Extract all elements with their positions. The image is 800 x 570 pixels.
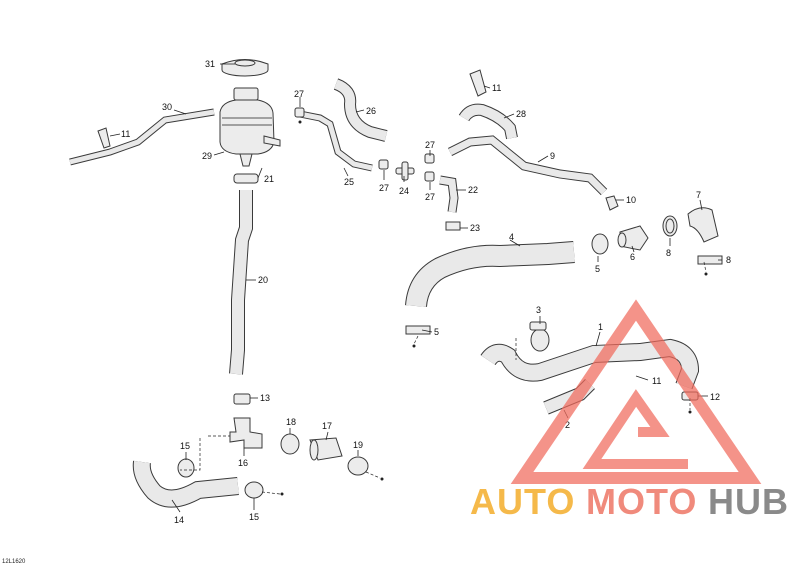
callout-15-b: 15 (249, 512, 259, 522)
callout-7: 7 (696, 190, 701, 200)
callout-27-b: 27 (379, 183, 389, 193)
callout-18: 18 (286, 417, 296, 427)
callout-28: 28 (516, 109, 526, 119)
hose-4 (405, 241, 575, 308)
hose-1 (480, 338, 700, 390)
callout-3: 3 (536, 305, 541, 315)
hose-25 (299, 110, 373, 172)
watermark-auto: AUTO (470, 481, 575, 522)
callout-10: 10 (626, 195, 636, 205)
hose-clip-left (97, 127, 111, 149)
callout-5-b: 5 (434, 327, 439, 337)
callout-22: 22 (468, 185, 478, 195)
callout-21: 21 (264, 174, 274, 184)
callout-9: 9 (550, 151, 555, 161)
hose-22 (439, 175, 459, 213)
callout-24: 24 (399, 186, 409, 196)
clamp-3 (529, 321, 550, 352)
clamp-21 (233, 173, 259, 184)
callout-5-a: 5 (595, 264, 600, 274)
watermark-moto: MOTO (586, 481, 697, 522)
clamp-19 (347, 456, 369, 476)
callout-27-c: 27 (425, 140, 435, 150)
clamp-18 (280, 433, 300, 455)
arrow-tips (280, 120, 708, 496)
callout-labels: 31 30 11 29 27 26 25 27 24 27 27 22 23 1… (121, 59, 731, 525)
clamp-23 (445, 221, 461, 231)
callout-1: 1 (598, 322, 603, 332)
clamp-13 (233, 393, 251, 405)
callout-17: 17 (322, 421, 332, 431)
hose-20 (229, 190, 253, 375)
watermark-logo (510, 299, 762, 484)
callout-27-d: 27 (425, 192, 435, 202)
coolant-reservoir (219, 87, 281, 167)
callout-30: 30 (162, 102, 172, 112)
callout-11-left: 11 (121, 129, 130, 139)
callout-16: 16 (238, 458, 248, 468)
callout-25: 25 (344, 177, 354, 187)
clip-11-top (469, 69, 487, 97)
diagram-code: 12L1620 (2, 559, 26, 565)
callout-26: 26 (366, 106, 376, 116)
callout-31: 31 (205, 59, 215, 69)
callout-27-a: 27 (294, 89, 304, 99)
hose-28 (458, 103, 518, 140)
callout-13: 13 (260, 393, 270, 403)
coupling-17 (309, 437, 343, 461)
clamps-27 (294, 107, 435, 182)
callout-11-top: 11 (492, 83, 501, 93)
callout-8-b: 8 (726, 255, 731, 265)
hose-26 (333, 78, 388, 142)
callout-23: 23 (470, 223, 480, 233)
hose-14 (132, 460, 239, 508)
callout-2: 2 (565, 420, 570, 430)
callout-4: 4 (509, 232, 514, 242)
clamps-5 (405, 233, 609, 335)
elbow-7 (687, 207, 719, 243)
thermostat-housing-6 (617, 225, 649, 251)
watermark-text: AUTO MOTO HUB (470, 481, 789, 522)
t-fitting-16 (229, 417, 263, 449)
callout-19: 19 (353, 440, 363, 450)
reservoir-cap (221, 59, 269, 77)
callout-29: 29 (202, 151, 212, 161)
watermark-hub: HUB (708, 481, 789, 522)
callout-8-a: 8 (666, 248, 671, 258)
callout-6: 6 (630, 252, 635, 262)
callout-20: 20 (258, 275, 268, 285)
ring-8 (662, 215, 678, 237)
connector-10 (605, 195, 619, 211)
callout-12: 12 (710, 392, 720, 402)
fitting-24 (395, 161, 415, 181)
callout-14: 14 (174, 515, 184, 525)
callout-11-right: 11 (652, 376, 661, 386)
overflow-hose (69, 108, 215, 166)
hose-9 (447, 135, 608, 196)
callout-15-a: 15 (180, 441, 190, 451)
